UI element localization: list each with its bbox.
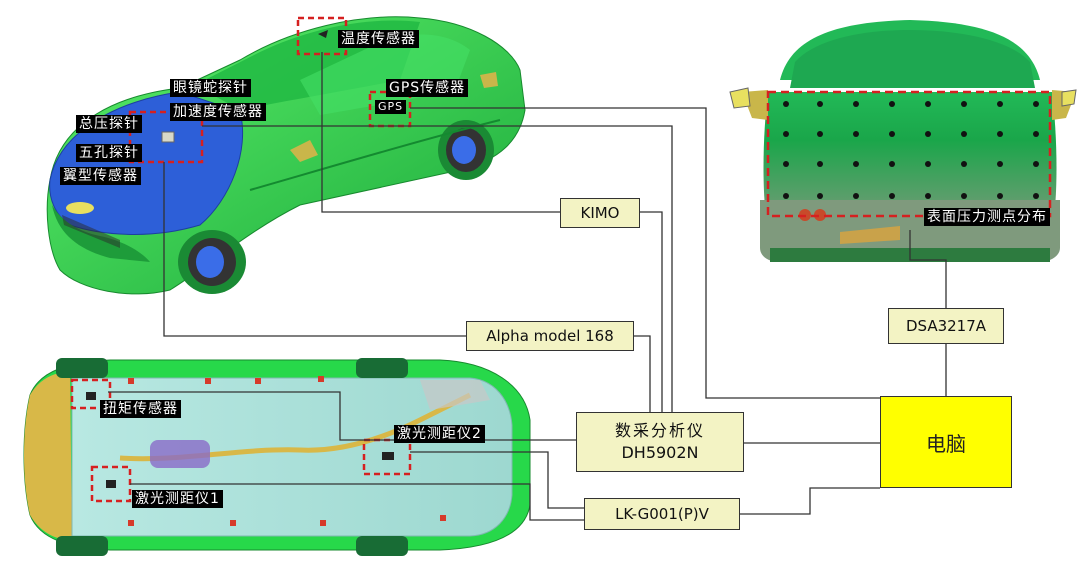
pressure-point <box>783 101 789 107</box>
pressure-point <box>925 101 931 107</box>
pressure-point <box>783 193 789 199</box>
pressure-point <box>853 161 859 167</box>
pressure-point <box>889 161 895 167</box>
dsa-box-label: DSA3217A <box>905 317 987 335</box>
pressure-point <box>997 131 1003 137</box>
pressure-point <box>925 161 931 167</box>
pressure-point <box>925 193 931 199</box>
pressure-point <box>853 193 859 199</box>
pressure-point <box>889 131 895 137</box>
laser-rangefinder-1-label: 激光测距仪1 <box>132 490 223 508</box>
pressure-area-marker <box>766 90 1052 218</box>
kimo-box-label: KIMO <box>580 204 620 222</box>
pressure-point <box>997 193 1003 199</box>
lk-box: LK-G001(P)V <box>584 498 740 530</box>
pressure-point <box>817 161 823 167</box>
kimo-box: KIMO <box>560 198 640 228</box>
car-underbody-view <box>23 358 531 556</box>
dsa-box: DSA3217A <box>888 308 1004 344</box>
pressure-point <box>889 193 895 199</box>
airfoil-sensor-label: 翼型传感器 <box>60 167 141 185</box>
pressure-point <box>817 193 823 199</box>
five-hole-probe-label: 五孔探针 <box>76 144 142 162</box>
pressure-point <box>1033 193 1039 199</box>
pressure-point <box>961 161 967 167</box>
torque-sensor-label: 扭矩传感器 <box>100 400 181 418</box>
pressure-point <box>1033 161 1039 167</box>
alpha-model-box-label: Alpha model 168 <box>486 327 614 345</box>
pressure-point <box>1033 131 1039 137</box>
pressure-point <box>961 101 967 107</box>
gps-sensor-label: GPS传感器 <box>386 79 469 97</box>
pressure-point <box>997 161 1003 167</box>
pressure-point <box>853 101 859 107</box>
temperature-sensor-label: 温度传感器 <box>338 30 419 48</box>
pressure-point-grid <box>783 101 1039 199</box>
pressure-point <box>783 161 789 167</box>
acceleration-sensor-label: 加速度传感器 <box>170 103 266 121</box>
computer-box-label: 电脑 <box>926 431 966 456</box>
pressure-point <box>889 101 895 107</box>
pressure-point <box>925 131 931 137</box>
pressure-point <box>961 131 967 137</box>
daq-analyzer-box: 数采分析仪 DH5902N <box>576 412 744 472</box>
gps-tag-label: GPS <box>375 100 407 114</box>
computer-box: 电脑 <box>880 396 1012 488</box>
laser-rangefinder-2-label: 激光测距仪2 <box>394 425 485 443</box>
pressure-point <box>817 131 823 137</box>
pressure-point <box>853 131 859 137</box>
pressure-point <box>997 101 1003 107</box>
alpha-model-box: Alpha model 168 <box>466 321 634 351</box>
lk-box-label: LK-G001(P)V <box>615 505 709 523</box>
daq-analyzer-model: DH5902N <box>621 443 699 462</box>
pressure-point <box>1033 101 1039 107</box>
pressure-point <box>961 193 967 199</box>
pressure-point <box>783 131 789 137</box>
cobra-probe-label: 眼镜蛇探针 <box>170 79 251 97</box>
surface-pressure-label: 表面压力测点分布 <box>924 208 1050 226</box>
daq-analyzer-title: 数采分析仪 <box>614 421 705 440</box>
pressure-point <box>817 101 823 107</box>
total-pressure-probe-label: 总压探针 <box>76 115 142 133</box>
